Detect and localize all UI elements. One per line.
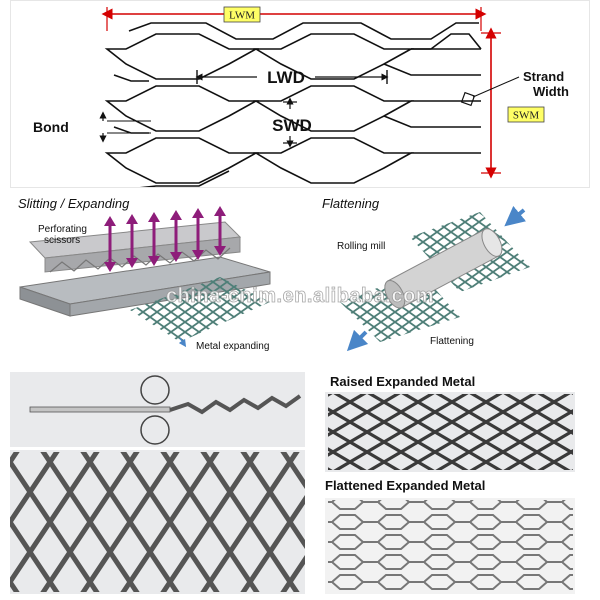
- feed-direction-arrow: [504, 205, 527, 227]
- lwm-label: LWM: [229, 10, 255, 22]
- swd-label: SWD: [272, 116, 312, 135]
- lwm-dimension: LWM: [101, 6, 487, 31]
- flattening-illustration: Rolling mill Flattening: [337, 205, 530, 352]
- mesh-types-panel: Raised Expanded Metal Flattened Expanded…: [10, 372, 590, 594]
- bond-label: Bond: [33, 119, 69, 135]
- strand-width-callout: Strand Width: [460, 69, 569, 107]
- process-panel: Slitting / Expanding: [10, 192, 590, 362]
- raised-expanded-metal-title: Raised Expanded Metal: [330, 374, 475, 389]
- flattened-expanded-metal-title: Flattened Expanded Metal: [325, 478, 485, 493]
- large-diamond-mesh: [10, 450, 305, 594]
- metal-expanding-label: Metal expanding: [196, 341, 269, 352]
- perforating-scissors-label-line2: scissors: [44, 235, 80, 246]
- lwm-tag: [223, 6, 261, 23]
- swm-tag: [507, 106, 545, 123]
- rolling-mill-roller: [384, 228, 503, 309]
- swm-dimension: SWM: [481, 27, 545, 179]
- lower-roller: [140, 415, 170, 445]
- swd-dimension: SWD: [272, 97, 312, 148]
- bond-callout: Bond: [33, 111, 151, 143]
- mesh-types-illustration: Raised Expanded Metal Flattened Expanded…: [10, 372, 575, 594]
- perforating-scissors-label-line1: Perforating: [38, 224, 87, 235]
- flattened-expanded-metal-sample: [325, 498, 575, 594]
- rolling-mill-label: Rolling mill: [337, 241, 385, 252]
- process-illustration: Slitting / Expanding: [18, 196, 530, 352]
- exit-direction-arrow: [346, 329, 369, 352]
- expansion-process-illustration: [10, 372, 305, 447]
- swm-label: SWM: [513, 110, 540, 122]
- upper-roller: [140, 375, 170, 405]
- dimension-diagram-panel: LWM SWM LWD SWD Bond: [10, 0, 590, 188]
- mesh-openings: [104, 22, 482, 187]
- dimension-diagram: LWM SWM LWD SWD Bond: [33, 6, 569, 187]
- flattening-title: Flattening: [322, 196, 380, 211]
- slitting-expanding-title: Slitting / Expanding: [18, 196, 130, 211]
- blade-motion-arrows: [108, 214, 222, 264]
- strand-width-label-line1: Strand: [523, 69, 564, 84]
- raised-expanded-metal-sample: [325, 392, 575, 472]
- slitting-expanding-illustration: Perforating scissors Metal expanding: [19, 206, 271, 352]
- lwd-dimension: LWD: [195, 68, 389, 87]
- flattening-label: Flattening: [430, 336, 474, 347]
- watermark-text: china-cnim.en.alibaba.com: [166, 285, 434, 307]
- strand-width-label-line2: Width: [533, 84, 569, 99]
- lwd-label: LWD: [267, 68, 305, 87]
